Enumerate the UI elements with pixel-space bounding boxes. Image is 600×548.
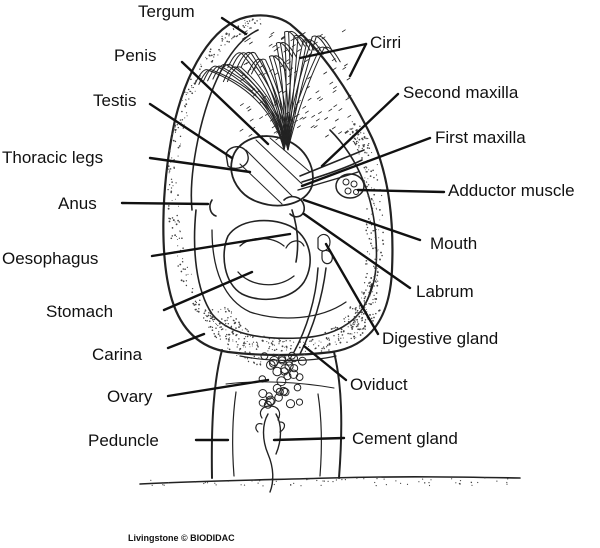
label-tergum: Tergum (138, 2, 195, 21)
leader-cirri-a (298, 42, 368, 60)
leader-cement-gland (272, 436, 346, 442)
leader-adductor-muscle (356, 188, 446, 194)
leader-stomach (162, 270, 254, 312)
labels: Tergum Cirri Penis Second maxilla Testis… (2, 2, 575, 450)
leader-mouth (302, 198, 422, 242)
leader-tergum (220, 16, 248, 36)
leader-labrum (302, 212, 412, 290)
reproductive-system (255, 267, 327, 493)
leader-anus (120, 201, 210, 206)
leader-second-maxilla (320, 92, 400, 168)
label-penis: Penis (114, 46, 157, 65)
credit-text: Livingstone © BIODIDAC (128, 533, 235, 543)
cirri-appendages (194, 29, 353, 151)
capitulum-shell (162, 14, 394, 366)
label-mouth: Mouth (430, 234, 477, 253)
label-thoracic-legs: Thoracic legs (2, 148, 103, 167)
label-ovary: Ovary (107, 387, 153, 406)
leader-digestive-gland (324, 242, 380, 336)
label-anus: Anus (58, 194, 97, 213)
gut-system (209, 195, 333, 301)
label-cirri: Cirri (370, 33, 401, 52)
label-testis: Testis (93, 91, 136, 110)
leader-first-maxilla (300, 136, 432, 188)
label-digestive-gland: Digestive gland (382, 329, 498, 348)
label-cement-gland: Cement gland (352, 429, 458, 448)
substrate-ground (139, 476, 521, 487)
peduncle-stalk (210, 349, 343, 479)
maxillae (297, 149, 365, 191)
leader-cirri-b (348, 42, 368, 78)
label-labrum: Labrum (416, 282, 474, 301)
leader-testis (148, 102, 234, 160)
label-adductor-muscle: Adductor muscle (448, 181, 575, 200)
label-oesophagus: Oesophagus (2, 249, 98, 268)
label-carina: Carina (92, 345, 143, 364)
label-stomach: Stomach (46, 302, 113, 321)
leader-oesophagus (150, 232, 292, 258)
leader-ovary (166, 378, 270, 398)
label-second-maxilla: Second maxilla (403, 83, 519, 102)
label-peduncle: Peduncle (88, 431, 159, 450)
label-first-maxilla: First maxilla (435, 128, 526, 147)
leader-thoracic-legs (148, 156, 252, 174)
label-oviduct: Oviduct (350, 375, 408, 394)
leader-oviduct (302, 344, 348, 382)
leader-penis (180, 60, 270, 146)
leader-lines (120, 16, 446, 442)
leader-carina (166, 332, 206, 350)
